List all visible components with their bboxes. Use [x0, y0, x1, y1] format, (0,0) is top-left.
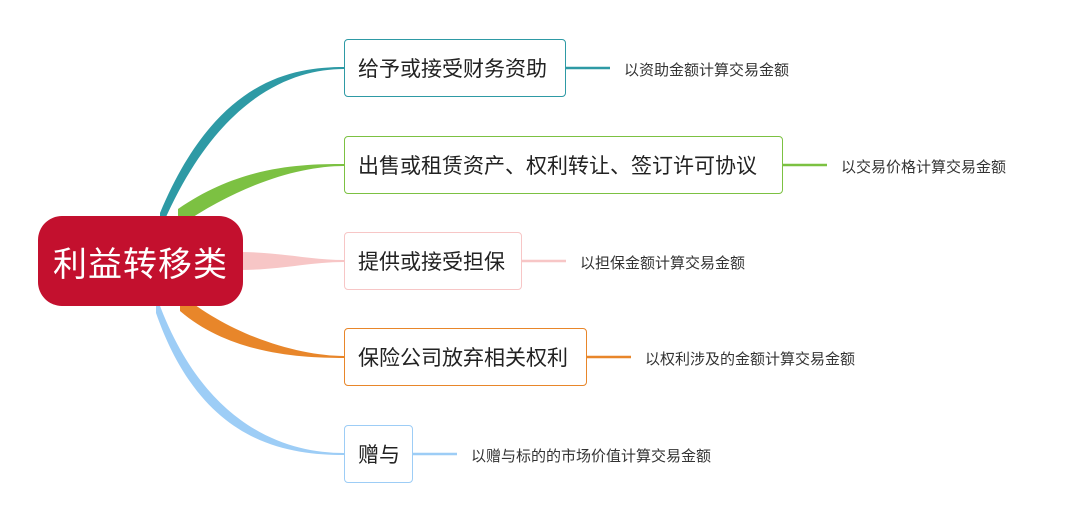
connector-gift	[156, 295, 344, 455]
branch-asset-sale-lease[interactable]: 出售或租赁资产、权利转让、签订许可协议	[344, 136, 783, 194]
note-gift: 以赠与标的的市场价值计算交易金额	[471, 447, 712, 465]
connector-financial-assistance	[160, 67, 344, 231]
connector-asset-sale-lease	[178, 164, 344, 227]
branch-financial-assistance[interactable]: 给予或接受财务资助	[344, 39, 566, 97]
connector-insurance-waiver	[180, 293, 344, 358]
root-node[interactable]: 利益转移类	[38, 216, 243, 306]
branch-insurance-waiver[interactable]: 保险公司放弃相关权利	[344, 328, 587, 386]
note-insurance-waiver: 以权利涉及的金额计算交易金额	[645, 350, 856, 368]
note-guarantee: 以担保金额计算交易金额	[580, 254, 746, 272]
branch-gift[interactable]: 赠与	[344, 425, 413, 483]
connector-guarantee	[240, 252, 344, 270]
note-financial-assistance: 以资助金额计算交易金额	[624, 61, 790, 79]
note-asset-sale-lease: 以交易价格计算交易金额	[841, 158, 1007, 176]
branch-guarantee[interactable]: 提供或接受担保	[344, 232, 522, 290]
